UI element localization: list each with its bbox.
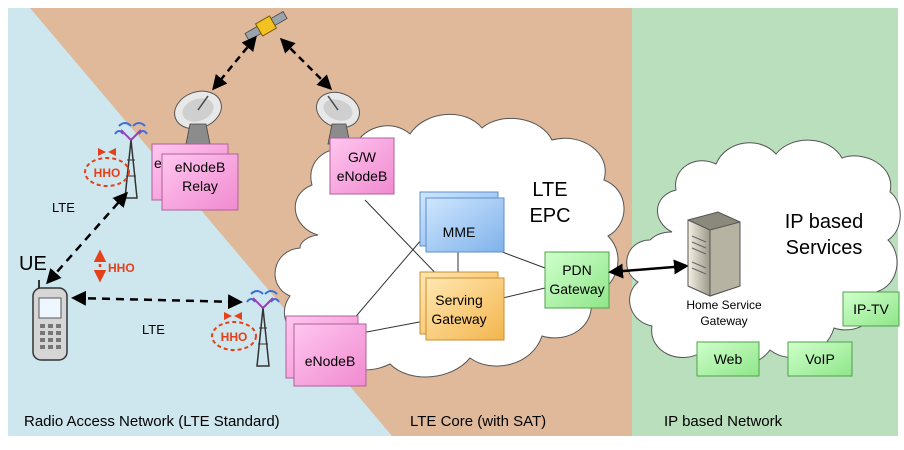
relay-dish-icon	[174, 90, 222, 145]
sat-link-relay	[212, 35, 257, 91]
hho-relay-badge: HHO	[84, 148, 130, 187]
radio-region-caption: Radio Access Network (LTE Standard)	[24, 413, 280, 430]
hho-ue-label: HHO	[108, 261, 135, 275]
pdn-gateway-node: PDN Gateway	[544, 251, 610, 309]
gw-enodeb-label-1: G/W	[348, 149, 377, 165]
core-region-caption: LTE Core (with SAT)	[410, 413, 546, 430]
server-icon	[687, 211, 741, 297]
home-service-label-2: Gateway	[700, 314, 747, 328]
enodeb-relay-label-2: Relay	[182, 178, 218, 194]
hho-relay-label: HHO	[94, 166, 121, 180]
serving-gateway-node: Serving Gateway	[419, 271, 505, 341]
ip-region-caption: IP based Network	[664, 413, 783, 430]
pdn-home-link	[608, 259, 689, 279]
lte-top-label: LTE	[52, 200, 75, 215]
serving-gateway-label-1: Serving	[435, 292, 482, 308]
lte-bottom-label: LTE	[142, 322, 165, 337]
ue-relay-link	[46, 191, 128, 285]
relay-tower-icon	[114, 122, 148, 199]
web-node: Web	[696, 341, 760, 377]
ue-label: UE	[19, 253, 47, 275]
gw-enodeb-node: G/W eNodeB	[329, 137, 395, 195]
enodeb-label: eNodeB	[305, 353, 356, 369]
mobile-phone-icon	[32, 280, 68, 361]
link-gw-serving	[364, 199, 447, 285]
iptv-node: IP-TV	[842, 291, 900, 327]
pdn-gateway-label-2: Gateway	[549, 281, 604, 297]
hho-enodeb-label: HHO	[221, 330, 248, 344]
lte-epc-label-2: EPC	[529, 205, 570, 227]
lte-epc-label-1: LTE	[532, 179, 567, 201]
hho-enodeb-badge: HHO	[211, 312, 257, 351]
enodeb-tower-icon	[246, 290, 280, 367]
home-service-label-1: Home Service	[686, 298, 762, 312]
voip-label: VoIP	[805, 351, 835, 367]
enodeb-relay-node: e eNodeB Relay	[151, 143, 239, 211]
satellite-icon	[244, 10, 288, 42]
voip-node: VoIP	[787, 341, 853, 377]
ip-services-label-1: IP based	[785, 211, 864, 233]
iptv-label: IP-TV	[853, 301, 889, 317]
mme-node: MME	[419, 191, 505, 253]
link-enodeb-mme	[345, 231, 429, 329]
web-label: Web	[714, 351, 743, 367]
mme-label: MME	[443, 224, 476, 240]
link-enodeb-serving	[355, 319, 431, 335]
gw-enodeb-label-2: eNodeB	[337, 168, 388, 184]
enodeb-node: eNodeB	[285, 315, 367, 387]
gw-dish-icon	[316, 91, 360, 145]
enodeb-relay-back-label: e	[154, 155, 162, 171]
ip-services-label-2: Services	[786, 237, 863, 259]
pdn-gateway-label-1: PDN	[562, 262, 592, 278]
serving-gateway-label-2: Gateway	[431, 311, 486, 327]
enodeb-relay-label-1: eNodeB	[175, 159, 226, 175]
